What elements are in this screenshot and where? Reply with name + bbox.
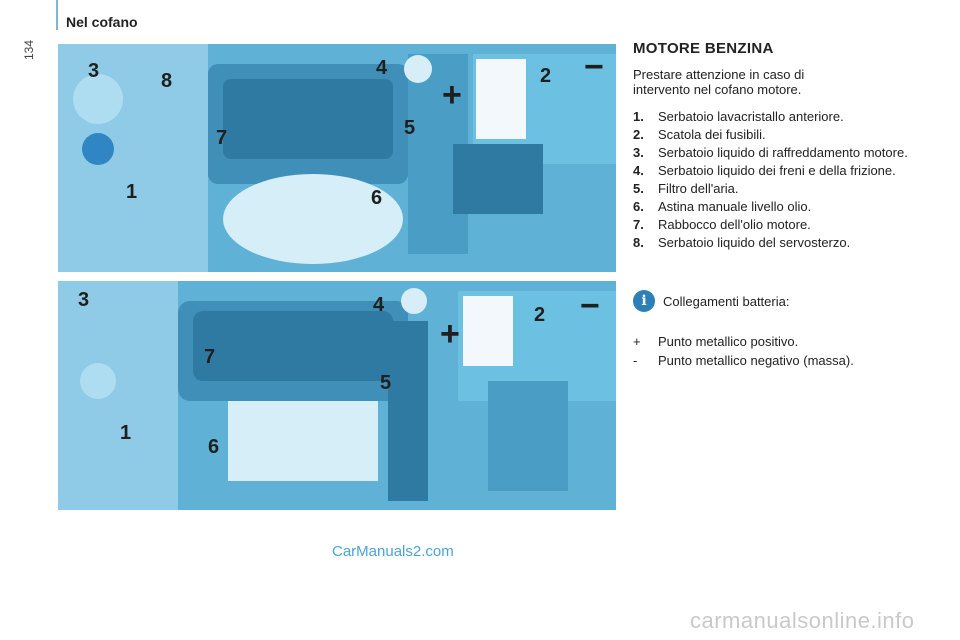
callout-3: 3 [78, 289, 89, 311]
list-item: 7.Rabbocco dell'olio motore. [633, 217, 811, 232]
callout-6: 6 [371, 187, 382, 209]
list-item: -Punto metallico negativo (massa). [633, 353, 854, 368]
battery-points: +Punto metallico positivo. -Punto metall… [633, 334, 933, 372]
callout-4: 4 [373, 294, 385, 316]
callout-2: 2 [534, 304, 545, 326]
heading: MOTORE BENZINA [633, 40, 774, 57]
component-list: 1.Serbatoio lavacristallo anteriore. 2.S… [633, 110, 933, 250]
list-item: 5.Filtro dell'aria. [633, 181, 739, 196]
callout-5: 5 [380, 372, 391, 394]
engine-bay-figure-2: 3 1 7 6 4 5 2 + − [58, 281, 616, 510]
info-icon: i [633, 290, 655, 312]
info-note: i Collegamenti batteria: [633, 290, 789, 312]
callout-1: 1 [126, 181, 137, 203]
callout-3: 3 [88, 60, 99, 82]
callout-8: 8 [161, 70, 172, 92]
plus-symbol: + [440, 315, 460, 353]
callout-2: 2 [540, 65, 551, 87]
list-item: 4.Serbatoio liquido dei freni e della fr… [633, 163, 896, 178]
plus-symbol: + [442, 76, 462, 114]
list-item: 1.Serbatoio lavacristallo anteriore. [633, 109, 844, 124]
info-text: Collegamenti batteria: [663, 293, 790, 309]
section-title: Nel cofano [66, 14, 138, 30]
footer-watermark: carmanualsonline.info [690, 608, 915, 633]
list-item: 3.Serbatoio liquido di raffreddamento mo… [633, 145, 908, 160]
callout-6: 6 [208, 436, 219, 458]
site-watermark: CarManuals2.com [332, 543, 454, 560]
intro-text: Prestare attenzione in caso di intervent… [633, 67, 805, 97]
list-item: 8.Serbatoio liquido del servosterzo. [633, 235, 851, 250]
list-item: 6.Astina manuale livello olio. [633, 199, 812, 214]
callout-7: 7 [204, 346, 215, 368]
page-number: 134 [22, 39, 36, 60]
callout-1: 1 [120, 422, 131, 444]
minus-symbol: − [580, 287, 600, 325]
list-item: 2.Scatola dei fusibili. [633, 127, 766, 142]
callout-4: 4 [376, 57, 388, 79]
section-divider [56, 0, 58, 30]
text-column: MOTORE BENZINA Prestare attenzione in ca… [633, 40, 933, 254]
engine-bay-figure-1: 3 8 1 7 4 5 6 2 + − [58, 44, 616, 272]
callout-7: 7 [216, 127, 227, 149]
minus-symbol: − [584, 48, 604, 86]
list-item: +Punto metallico positivo. [633, 334, 799, 349]
callout-5: 5 [404, 117, 415, 139]
